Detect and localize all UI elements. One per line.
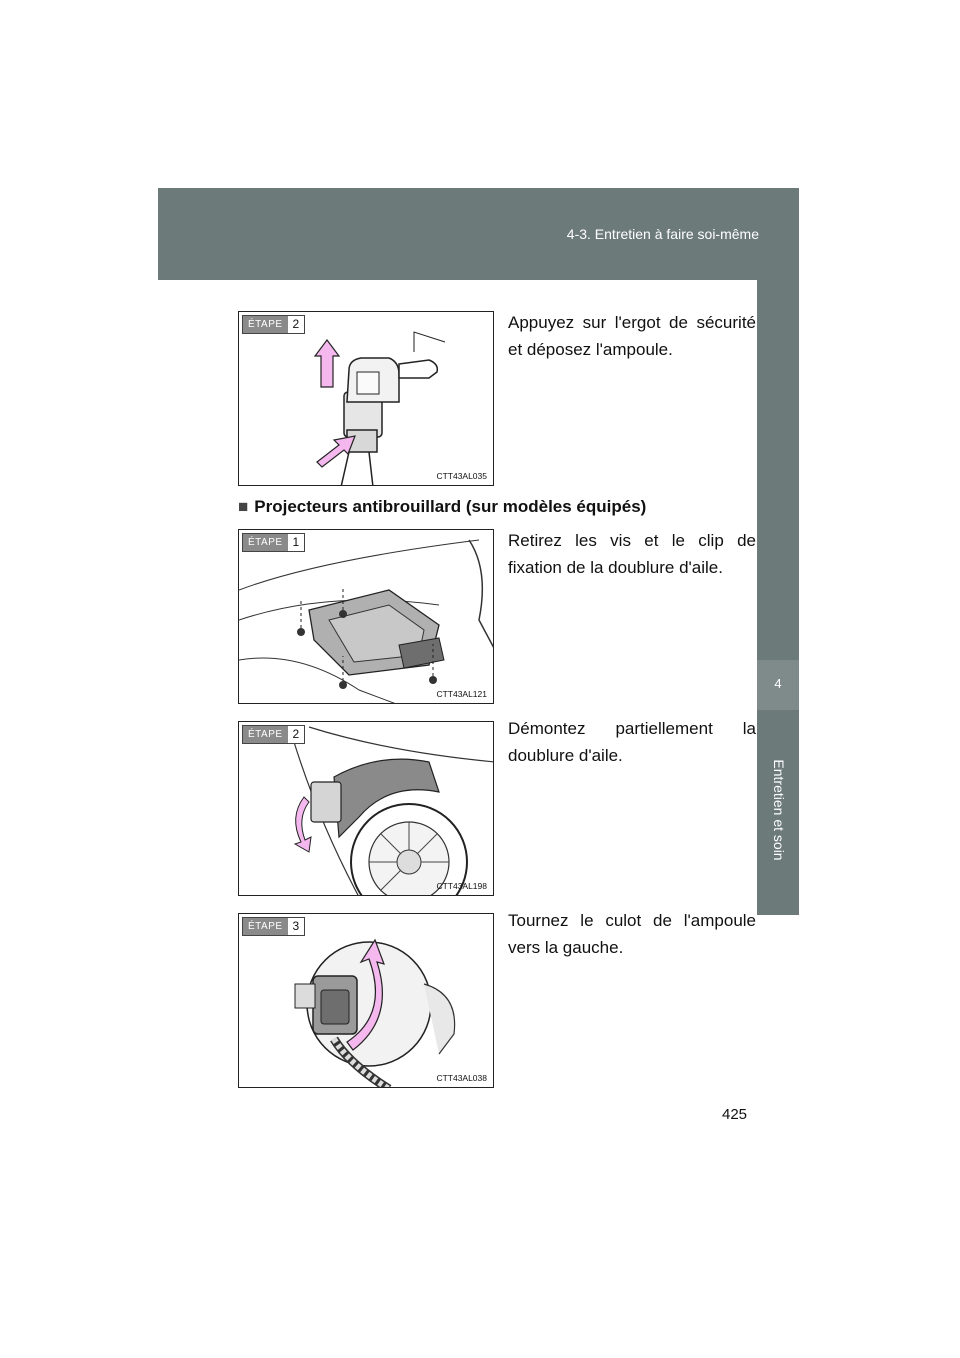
square-bullet-icon: ■ xyxy=(238,497,249,516)
figure-step-1-screws: ÉTAPE 1 CTT43AL121 xyxy=(238,529,494,704)
step-instruction: Appuyez sur l'ergot de sécurité et dépos… xyxy=(508,313,756,359)
step-label: ÉTAPE xyxy=(243,316,288,333)
page-header: 4-3. Entretien à faire soi-même xyxy=(158,188,799,280)
step-instruction: Retirez les vis et le clip de fixation d… xyxy=(508,531,756,577)
step-label: ÉTAPE xyxy=(243,534,288,551)
fender-liner-screws-illustration xyxy=(239,539,493,703)
figure-code: CTT43AL121 xyxy=(436,689,487,699)
step-badge: ÉTAPE 2 xyxy=(242,315,306,334)
chapter-number: 4 xyxy=(774,676,782,691)
bulb-removal-illustration xyxy=(313,331,446,485)
page-number: 425 xyxy=(722,1106,748,1123)
chapter-label-wrap: Entretien et soin xyxy=(769,720,789,900)
figure-step-2-bulb: ÉTAPE 2 CTT43AL035 xyxy=(238,311,494,486)
step-badge: ÉTAPE 2 xyxy=(242,725,306,744)
step-number: 1 xyxy=(287,534,305,551)
step-number: 2 xyxy=(287,316,305,333)
step-label: ÉTAPE xyxy=(243,726,288,743)
section-heading: ■ Projecteurs antibrouillard (sur modèles… xyxy=(238,497,646,517)
chapter-number-box: 4 xyxy=(757,660,799,710)
section-heading-text: Projecteurs antibrouillard (sur modèles … xyxy=(254,497,647,516)
step-badge: ÉTAPE 1 xyxy=(242,533,306,552)
figure-code: CTT43AL035 xyxy=(436,471,487,481)
step-badge: ÉTAPE 3 xyxy=(242,917,306,936)
section-title: 4-3. Entretien à faire soi-même xyxy=(566,226,759,242)
chapter-label: Entretien et soin xyxy=(771,759,787,861)
step-number: 3 xyxy=(287,918,305,935)
fender-liner-removal-illustration xyxy=(293,726,493,895)
step-number: 2 xyxy=(287,726,305,743)
figure-step-2-liner: ÉTAPE 2 CTT43AL198 xyxy=(238,721,494,896)
step-label: ÉTAPE xyxy=(243,918,288,935)
figure-code: CTT43AL038 xyxy=(436,1073,487,1083)
step-instruction: Tournez le culot de l'ampoule vers la ga… xyxy=(508,911,756,957)
figure-code: CTT43AL198 xyxy=(436,881,487,891)
bulb-twist-illustration xyxy=(294,938,456,1087)
chapter-side-tab xyxy=(757,280,799,915)
step-instruction: Démontez partiellement la doublure d'ail… xyxy=(508,719,756,765)
figure-step-3-twist: ÉTAPE 3 CTT43AL038 xyxy=(238,913,494,1088)
